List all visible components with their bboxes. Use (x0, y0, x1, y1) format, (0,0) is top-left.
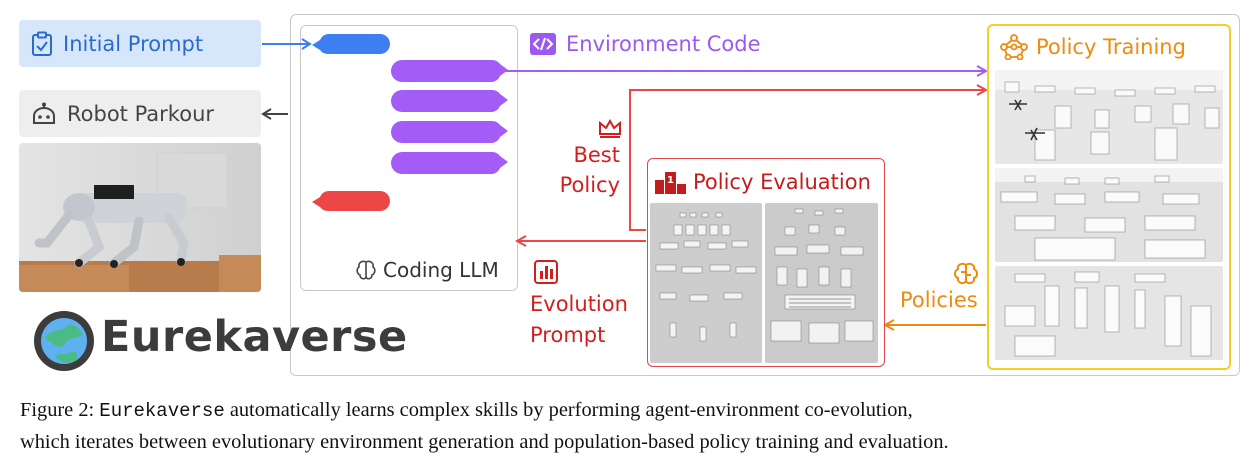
caption-name: Eurekaverse (99, 400, 225, 422)
caption-line-2: which iterates between evolutionary envi… (20, 431, 949, 453)
brain-icon (356, 260, 376, 280)
svg-text:1: 1 (667, 175, 674, 186)
arrow-initial-prompt (262, 38, 312, 50)
evaluation-terrain-image-1 (650, 203, 762, 363)
network-icon (1000, 34, 1028, 60)
code-icon (530, 33, 556, 55)
eurekaverse-logo-text: Eurekaverse (101, 312, 408, 362)
clipboard-check-icon (32, 31, 52, 56)
arrow-robot-parkour (261, 108, 288, 120)
blue-chat-bubble (312, 34, 390, 54)
best-policy-line1: Best (573, 143, 620, 167)
policy-training-box (987, 24, 1231, 370)
best-policy-label: Best Policy (540, 140, 620, 200)
coding-llm-box (300, 25, 518, 291)
best-policy-line2: Policy (559, 173, 620, 197)
policy-evaluation-box (647, 158, 885, 367)
robot-photo (19, 143, 261, 292)
coding-llm-label-group: Coding LLM (355, 258, 499, 282)
robot-parkour-label: Robot Parkour (67, 101, 215, 126)
policy-evaluation-label: Policy Evaluation (693, 170, 871, 194)
robot-parkour-box: Robot Parkour (19, 90, 261, 137)
arrow-evolution-prompt (514, 235, 646, 247)
arrow-environment-code (505, 65, 989, 77)
caption-line1-rest: automatically learns complex skills by p… (224, 399, 913, 421)
policy-training-label: Policy Training (1036, 35, 1186, 59)
bar-chart-icon (534, 260, 558, 284)
initial-prompt-label: Initial Prompt (63, 31, 204, 56)
coding-llm-label: Coding LLM (383, 258, 499, 282)
arrow-best-policy (629, 84, 989, 231)
evolution-prompt-line2: Prompt (530, 323, 606, 347)
arrow-policies (882, 319, 986, 331)
initial-prompt-box: Initial Prompt (19, 20, 261, 67)
evolution-prompt-label: Evolution Prompt (530, 289, 628, 351)
caption-line-1: Figure 2: Eurekaverse automatically lear… (20, 395, 1245, 427)
chat-bubbles (312, 34, 508, 211)
red-chat-bubble (312, 191, 390, 211)
training-terrain-image-2 (995, 168, 1223, 262)
environment-code-label: Environment Code (566, 32, 761, 56)
caption-prefix: Figure 2: (20, 399, 100, 421)
main-frame (290, 14, 1240, 376)
policy-evaluation-title: 1 Policy Evaluation (655, 170, 871, 194)
environment-code-group: Environment Code (530, 32, 761, 56)
purple-chat-bubble (391, 90, 508, 112)
podium-icon: 1 (655, 172, 686, 194)
purple-chat-bubble (391, 60, 508, 82)
evolution-prompt-line1: Evolution (530, 292, 628, 316)
policy-training-title: Policy Training (1000, 34, 1186, 60)
training-terrain-image-1 (995, 70, 1223, 164)
eurekaverse-logo-icon (34, 311, 94, 371)
figure-caption: Figure 2: Eurekaverse automatically lear… (20, 395, 1245, 458)
policies-label: Policies (900, 288, 978, 312)
robot-icon (33, 102, 55, 124)
evaluation-terrain-image-2 (765, 203, 878, 363)
crown-icon (599, 118, 621, 138)
brain-icon (954, 262, 978, 285)
training-terrain-image-3 (995, 266, 1223, 360)
purple-chat-bubble (391, 121, 508, 143)
purple-chat-bubble (391, 152, 508, 174)
